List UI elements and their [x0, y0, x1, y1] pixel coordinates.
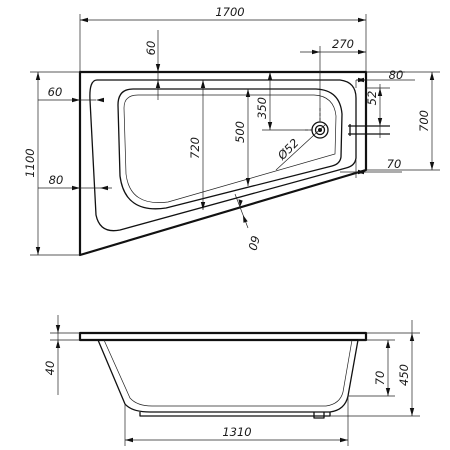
dim-left-rim: 60 [38, 85, 104, 103]
dim-total-width-label: 1100 [23, 148, 37, 177]
dim-height-700: 700 [366, 71, 440, 171]
top-view-basin-contour [117, 88, 343, 210]
dim-drain-diameter-label: Ø52 [274, 136, 301, 163]
dim-drain-diameter: Ø52 [274, 123, 327, 171]
side-view: 40 70 450 1310 [43, 315, 420, 446]
dim-left-80-label: 80 [49, 173, 64, 187]
dim-side-70-label: 70 [373, 371, 387, 386]
dim-drain-offset: 270 [300, 37, 366, 122]
dim-basin-720: 720 [188, 80, 206, 210]
dim-basin-inner-label: 500 [233, 121, 247, 143]
dim-total-width: 1100 [23, 71, 80, 256]
dim-left-80: 80 [38, 173, 112, 191]
top-view-rim-line [89, 79, 357, 232]
dim-drain-depth: 350 [255, 72, 312, 131]
dim-bottom-length-label: 1310 [222, 425, 251, 439]
dim-bottom-rim-label: 60 [245, 234, 262, 252]
dim-right-70: 70 [340, 157, 402, 178]
dim-basin-720-label: 720 [188, 137, 202, 159]
dim-overflow-52-label: 52 [365, 91, 379, 106]
side-view-base [139, 412, 331, 417]
dim-rim-40-label: 40 [43, 361, 57, 376]
dim-top-offset-label: 60 [144, 41, 158, 56]
dim-depth-450-label: 450 [397, 364, 411, 386]
dim-depth-450: 450 [330, 320, 420, 417]
side-view-inner-shell [103, 339, 353, 407]
dim-side-70: 70 [348, 339, 395, 397]
overflow-pipe [348, 124, 390, 136]
dim-rim-40: 40 [43, 315, 80, 395]
dim-right-70-label: 70 [387, 157, 402, 171]
top-view-outer-contour [78, 70, 368, 257]
dim-height-700-label: 700 [417, 110, 431, 132]
dim-basin-inner: 500 [233, 89, 251, 186]
dim-drain-offset-label: 270 [332, 37, 354, 51]
side-view-drain [313, 412, 325, 419]
dim-total-length: 1700 [79, 5, 367, 72]
dim-overflow-52: 52 [365, 84, 390, 138]
dim-right-rim-label: 80 [389, 68, 404, 82]
dim-bottom-rim: 60 [234, 193, 263, 252]
dim-drain-depth-label: 350 [255, 97, 269, 119]
dim-top-offset: 60 [144, 30, 161, 100]
top-view: 1700 60 270 60 [23, 5, 440, 257]
dim-left-rim-label: 60 [48, 85, 63, 99]
dim-bottom-length: 1310 [124, 396, 349, 446]
top-view-basin-inner-line [123, 94, 337, 203]
side-view-outer-shell [97, 339, 359, 413]
dim-total-length-label: 1700 [215, 5, 244, 19]
side-view-rim [78, 331, 368, 342]
